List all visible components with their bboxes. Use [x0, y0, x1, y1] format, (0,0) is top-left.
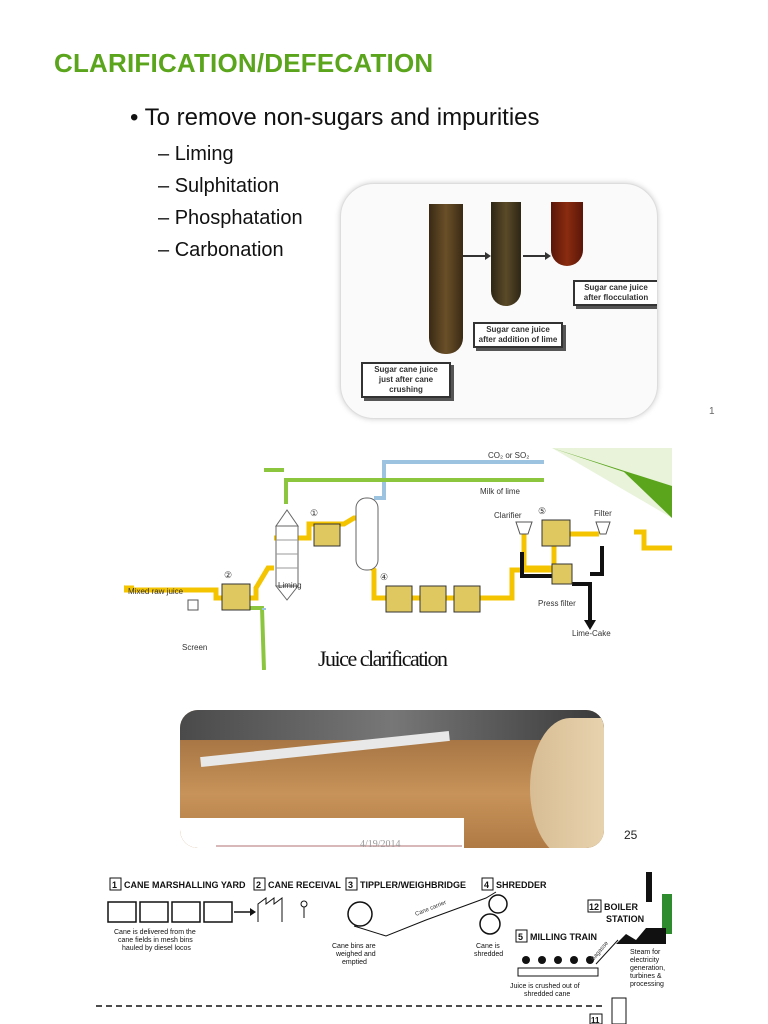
step-station: STATION — [606, 914, 644, 924]
photo-background — [180, 710, 604, 740]
label-filter: Filter — [594, 509, 612, 518]
slide-title: CLARIFICATION/DEFECATION — [54, 48, 434, 78]
page-number: 25 — [624, 828, 638, 842]
desc-text: Cane bins are — [332, 943, 376, 950]
step-number: ② — [224, 570, 232, 580]
page-number: 1 — [709, 406, 715, 417]
sub-item-label: Phosphatation — [174, 207, 303, 229]
label-raw-juice: Sugar cane juice just after cane crushin… — [361, 362, 451, 398]
step-number: ④ — [380, 572, 388, 582]
bullet-text: To remove non-sugars and impurities — [144, 104, 540, 131]
step-cane-marshalling-yard: CANE MARSHALLING YARD — [124, 880, 246, 890]
step-number: 4 — [484, 880, 489, 890]
desc-text: Cane is delivered from the — [114, 929, 196, 936]
desc-text: weighed and — [335, 951, 376, 958]
diagram-caption: Juice clarification — [318, 646, 448, 671]
label-clarifier: Clarifier — [494, 511, 522, 520]
tube-raw-juice — [429, 204, 463, 354]
step-shredder: SHREDDER — [496, 880, 547, 890]
label-screen: Screen — [182, 643, 207, 652]
desc-text: shredded — [474, 951, 503, 958]
juice-tubes-photo: Sugar cane juice just after cane crushin… — [340, 183, 658, 419]
desc-text: cane fields in mesh bins — [118, 937, 193, 944]
label-limed-juice: Sugar cane juice after addition of lime — [473, 322, 563, 348]
desc-text: Juice is crushed out of — [510, 983, 580, 990]
step-number: 11 — [591, 1016, 600, 1024]
desc-text: turbines & — [630, 973, 662, 980]
footer-line — [216, 845, 462, 847]
label-gas: CO₂ or SO₂ — [488, 451, 529, 460]
desc-text: processing — [630, 981, 664, 988]
step-number: 1 — [112, 880, 117, 890]
desc-text: Cane is — [476, 943, 500, 950]
desc-text: electricity — [630, 957, 660, 964]
label-flocculated-juice: Sugar cane juice after flocculation — [573, 280, 657, 306]
bullet-item: • To remove non-sugars and impurities — [130, 104, 540, 131]
label-mixed-raw-juice: Mixed raw juice — [128, 587, 184, 596]
label-press-filter: Press filter — [538, 599, 576, 608]
desc-text: generation, — [630, 965, 665, 972]
step-number: ① — [310, 508, 318, 518]
step-boiler: BOILER — [604, 902, 639, 912]
sub-item-label: Carbonation — [174, 239, 284, 261]
tank-wall — [530, 718, 604, 848]
desc-text: hauled by diesel locos — [122, 945, 191, 952]
desc-text: Steam for — [630, 949, 661, 956]
label-milk-of-lime: Milk of lime — [480, 487, 521, 496]
label-liming: Liming — [278, 581, 302, 590]
step-number: ⑤ — [538, 506, 546, 516]
sub-item-label: Sulphitation — [174, 175, 280, 197]
sub-item-carbonation: – Carbonation — [158, 239, 284, 261]
step-number: 2 — [256, 880, 261, 890]
sub-item-phosphatation: – Phosphatation — [158, 207, 303, 229]
slide-date: 4/19/2014 — [360, 839, 401, 850]
step-cane-receival: CANE RECEIVAL — [268, 880, 341, 890]
step-number: 5 — [518, 932, 523, 942]
tube-flocculated-juice — [551, 202, 583, 266]
sub-item-label: Liming — [174, 143, 234, 165]
label-lime-cake: Lime-Cake — [572, 629, 611, 638]
desc-text: emptied — [342, 959, 367, 966]
tube-limed-juice — [491, 202, 521, 306]
page-curl-shade — [552, 448, 672, 518]
step-tippler-weighbridge: TIPPLER/WEIGHBRIDGE — [360, 880, 466, 890]
juice-clarification-diagram: CO₂ or SO₂ Milk of lime Clarifier Filter… — [124, 448, 672, 670]
step-milling-train: MILLING TRAIN — [530, 932, 597, 942]
page-curl — [552, 448, 672, 518]
arrows — [463, 252, 551, 260]
desc-text: shredded cane — [524, 991, 570, 998]
sub-item-liming: – Liming — [158, 143, 234, 165]
sub-item-sulphitation: – Sulphitation — [158, 175, 280, 197]
sugar-process-diagram: 1 CANE MARSHALLING YARD 2 CANE RECEIVAL … — [96, 864, 672, 1024]
photo-mask — [180, 818, 464, 848]
step-number: 3 — [348, 880, 353, 890]
clarifier-tank-photo — [180, 710, 604, 848]
step-number: 12 — [589, 902, 599, 912]
